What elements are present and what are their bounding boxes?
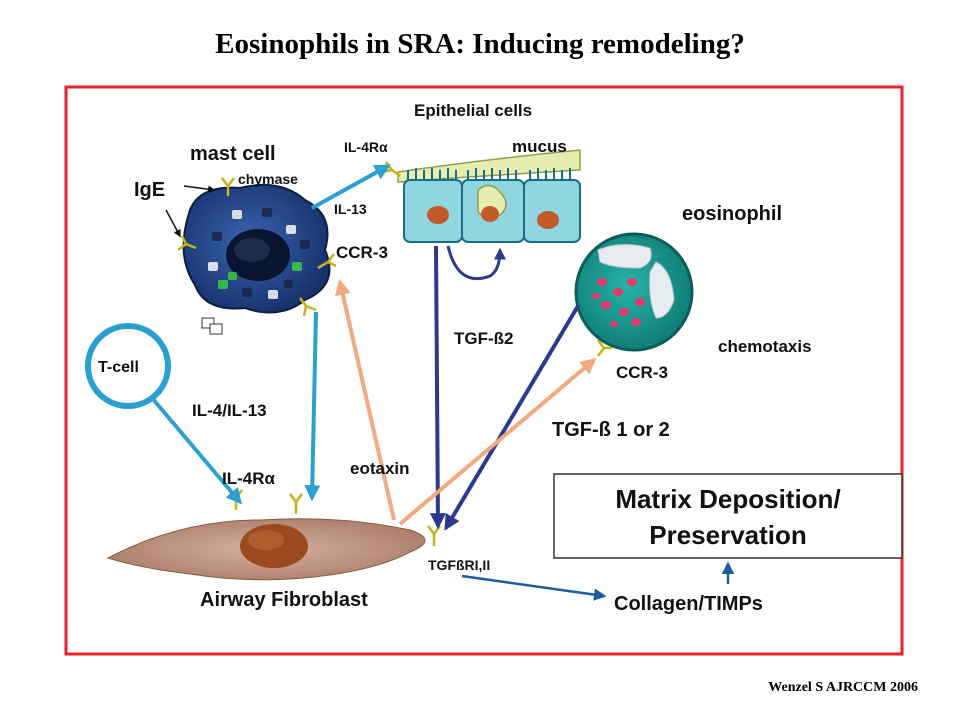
label-il4ra-bottom: IL-4Rα — [222, 469, 276, 488]
label-chymase: chymase — [238, 171, 298, 187]
label-il4-il13: IL-4/IL-13 — [192, 401, 267, 420]
citation: Wenzel S AJRCCM 2006 — [768, 680, 918, 695]
airway-fibroblast — [106, 518, 426, 581]
label-tgf-b2: TGF-ß2 — [454, 329, 514, 348]
label-matrix-line2: Preservation — [649, 520, 807, 550]
arrow-epithelium-to-fibroblast — [429, 245, 446, 530]
arrow-il13-to-epithelium — [311, 164, 391, 210]
arrow-eosinophil-to-fibroblast — [444, 304, 580, 531]
arrow-fibroblast-to-collagen — [461, 574, 607, 601]
matrix-box — [553, 473, 903, 559]
label-eotaxin: eotaxin — [350, 459, 410, 478]
arrow-ige-1 — [183, 185, 216, 193]
label-eosinophil: eosinophil — [682, 203, 782, 225]
label-t-cell: T-cell — [98, 359, 139, 376]
arrow-fibroblast-to-eosinophil — [398, 357, 597, 526]
label-ccr3-eos: CCR-3 — [616, 363, 668, 382]
page-title: Eosinophils in SRA: Inducing remodeling? — [215, 28, 745, 60]
label-ccr3-mast: CCR-3 — [336, 243, 388, 262]
label-il4ra-top: IL-4Rα — [344, 139, 388, 155]
label-epithelial-cells: Epithelial cells — [414, 101, 532, 120]
arrow-epithelium-loop — [446, 245, 506, 281]
receptors — [177, 161, 612, 546]
label-tgfbr: TGFßRI,II — [428, 557, 490, 573]
label-matrix-line1: Matrix Deposition/ — [615, 484, 840, 514]
label-collagen: Collagen/TIMPs — [614, 593, 763, 615]
label-mast-cell: mast cell — [190, 143, 276, 165]
label-airway-fibroblast: Airway Fibroblast — [200, 589, 368, 611]
label-chemotaxis: chemotaxis — [718, 337, 812, 356]
arrow-ige-2 — [165, 209, 181, 238]
mast-cell — [182, 183, 331, 335]
arrow-eotaxin-to-mast — [335, 278, 396, 521]
label-ige: IgE — [134, 179, 165, 201]
label-il13: IL-13 — [334, 201, 367, 217]
arrow-mast-to-fibroblast — [304, 311, 321, 502]
epithelial-cells — [397, 149, 581, 243]
diagram-frame — [64, 85, 904, 656]
t-cell — [85, 323, 171, 409]
label-tgf-b12: TGF-ß 1 or 2 — [552, 419, 670, 441]
label-mucus: mucus — [512, 137, 567, 156]
arrow-tcell-to-fibroblast — [150, 396, 243, 505]
eosinophil — [574, 232, 694, 352]
